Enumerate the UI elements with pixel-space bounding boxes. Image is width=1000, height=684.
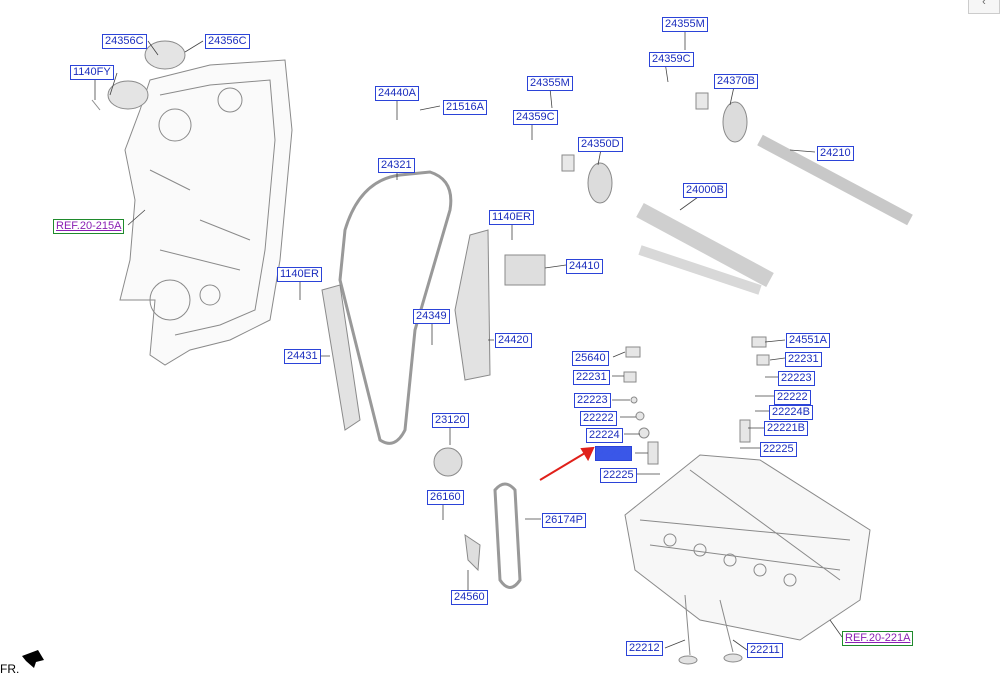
chevron-left-icon[interactable]: ‹ <box>968 0 1000 14</box>
camshaft-cap-parts <box>91 40 186 111</box>
part-label-22231-right[interactable]: 22231 <box>785 352 822 367</box>
front-direction-label: FR. <box>0 662 20 676</box>
valve-parts <box>678 594 743 665</box>
part-label-1140er-left[interactable]: 1140ER <box>277 267 322 282</box>
part-label-22224[interactable]: 22224 <box>586 428 623 443</box>
part-label-22222-left[interactable]: 22222 <box>580 411 617 426</box>
part-label-22223-left[interactable]: 22223 <box>574 393 611 408</box>
part-label-24359c-upper[interactable]: 24359C <box>649 52 694 67</box>
part-label-24420[interactable]: 24420 <box>495 333 532 348</box>
camshaft-parts <box>561 92 913 295</box>
part-label-21516a[interactable]: 21516A <box>443 100 487 115</box>
part-label-24355m-upper[interactable]: 24355M <box>662 17 708 32</box>
part-label-1140er-right[interactable]: 1140ER <box>489 210 534 225</box>
part-label-24440a[interactable]: 24440A <box>375 86 419 101</box>
valve-train-small-parts <box>623 336 770 465</box>
front-direction-arrow <box>22 650 44 668</box>
part-label-22223-right[interactable]: 22223 <box>778 371 815 386</box>
part-label-22222-right[interactable]: 22222 <box>774 390 811 405</box>
part-label-22212[interactable]: 22212 <box>626 641 663 656</box>
part-label-24356c-right[interactable]: 24356C <box>205 34 250 49</box>
ref-link-20-215a[interactable]: REF.20-215A <box>53 219 125 234</box>
part-label-22224b[interactable]: 22224B <box>769 405 813 420</box>
part-label-22225-right[interactable]: 22225 <box>760 442 797 457</box>
part-label-24000b[interactable]: 24000B <box>683 183 727 198</box>
part-label-24551a[interactable]: 24551A <box>786 333 830 348</box>
part-label-24321[interactable]: 24321 <box>378 158 415 173</box>
part-label-22231-left[interactable]: 22231 <box>573 370 610 385</box>
part-label-24210[interactable]: 24210 <box>817 146 854 161</box>
part-label-23120[interactable]: 23120 <box>432 413 469 428</box>
leader-lines <box>94 31 843 651</box>
cylinder-head-drawing <box>624 454 871 641</box>
part-label-24356c-left[interactable]: 24356C <box>102 34 147 49</box>
part-label-24431[interactable]: 24431 <box>284 349 321 364</box>
tensioner-parts <box>433 254 546 477</box>
part-label-22221-selected[interactable]: 22221 <box>595 446 632 461</box>
part-label-24349[interactable]: 24349 <box>413 309 450 324</box>
ref-link-20-221a[interactable]: REF.20-221A <box>842 631 914 646</box>
part-label-24560[interactable]: 24560 <box>451 590 488 605</box>
part-label-24359c-lower[interactable]: 24359C <box>513 110 558 125</box>
part-label-22211[interactable]: 22211 <box>747 643 783 658</box>
oil-pump-chain-drawing <box>493 482 522 589</box>
timing-cover-drawing <box>119 59 293 366</box>
part-label-26160[interactable]: 26160 <box>427 490 464 505</box>
part-label-22225-left[interactable]: 22225 <box>600 468 637 483</box>
timing-chain-drawing <box>338 170 453 445</box>
part-label-25640[interactable]: 25640 <box>572 351 609 366</box>
part-label-24350d[interactable]: 24350D <box>578 137 623 152</box>
chain-guide-parts <box>321 229 491 431</box>
part-label-24410[interactable]: 24410 <box>566 259 603 274</box>
part-label-22221b[interactable]: 22221B <box>764 421 808 436</box>
callout-arrow <box>539 446 595 481</box>
part-label-26174p[interactable]: 26174P <box>542 513 586 528</box>
part-label-24355m-lower[interactable]: 24355M <box>527 76 573 91</box>
part-label-24370b[interactable]: 24370B <box>714 74 758 89</box>
part-label-1140fy[interactable]: 1140FY <box>70 65 114 80</box>
